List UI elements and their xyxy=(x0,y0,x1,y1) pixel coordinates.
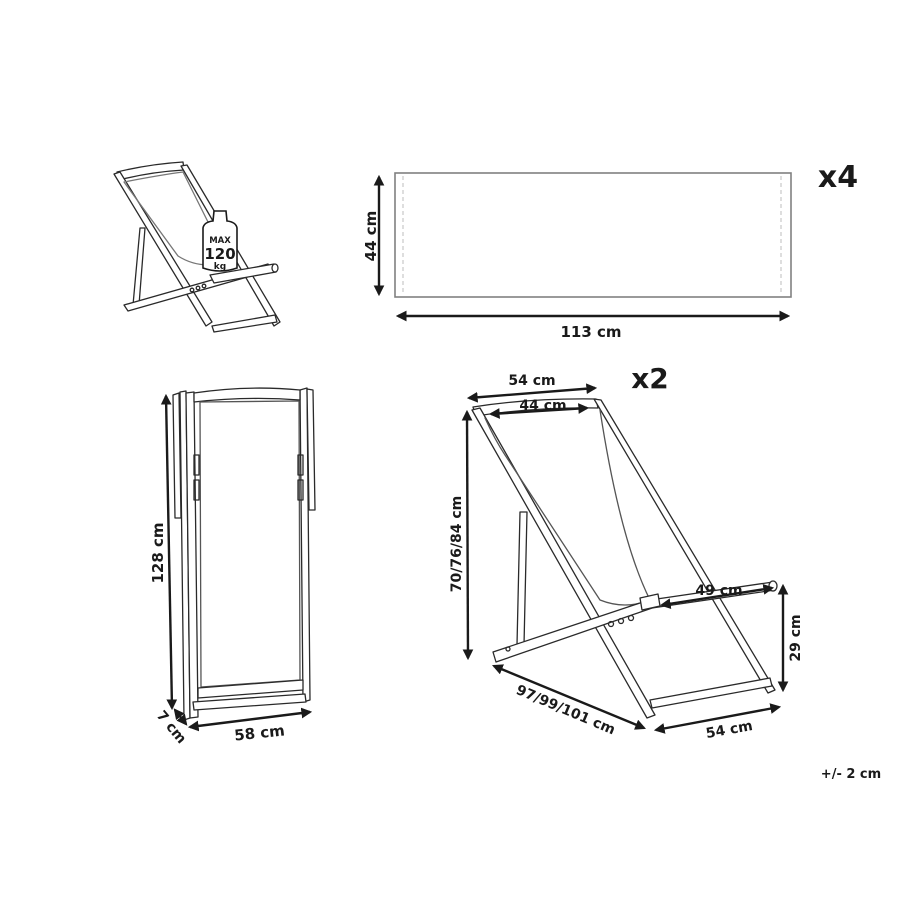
base-width-dimension-line xyxy=(653,703,782,734)
outer-top-width-dimension-line xyxy=(466,383,598,403)
weight-value-label: 120 xyxy=(204,245,235,263)
weight-icon: MAX 120 kg xyxy=(202,210,238,272)
open-depth-dimension-line xyxy=(492,664,646,730)
weight-unit-label: kg xyxy=(214,262,226,272)
open-chair-quantity-label: x2 xyxy=(631,362,669,395)
fabric-panel-illustration: 44 cm 113 cm x4 xyxy=(362,160,858,341)
fabric-quantity-label: x4 xyxy=(818,160,858,195)
outer-top-width-label: 54 cm xyxy=(508,373,555,389)
base-width-label: 54 cm xyxy=(705,718,754,742)
armrest-length-dimension-line xyxy=(659,583,775,610)
inner-top-width-label: 44 cm xyxy=(519,398,566,414)
chair-with-weight-illustration: MAX 120 kg xyxy=(113,161,281,333)
fabric-width-label: 113 cm xyxy=(560,323,621,341)
folded-height-label: 128 cm xyxy=(149,522,167,583)
open-chair-illustration: 54 cm 44 cm x2 70/76/84 cm 49 cm 29 cm 9… xyxy=(449,362,804,742)
folded-height-dimension-line xyxy=(160,393,178,711)
folded-chair-illustration: 128 cm 7 cm 58 cm xyxy=(149,387,316,747)
folded-depth-dimension-line xyxy=(173,708,188,726)
tolerance-note: +/- 2 cm xyxy=(821,767,881,782)
armrest-height-label: 29 cm xyxy=(788,614,804,661)
open-height-label: 70/76/84 cm xyxy=(449,496,465,592)
fabric-height-label: 44 cm xyxy=(362,211,380,262)
folded-width-dimension-line xyxy=(187,707,313,732)
armrest-length-label: 49 cm xyxy=(695,583,742,599)
folded-width-label: 58 cm xyxy=(233,721,285,744)
open-height-dimension-line xyxy=(461,409,474,661)
inner-top-width-dimension-line xyxy=(488,403,590,419)
weight-max-label: MAX xyxy=(209,236,231,246)
